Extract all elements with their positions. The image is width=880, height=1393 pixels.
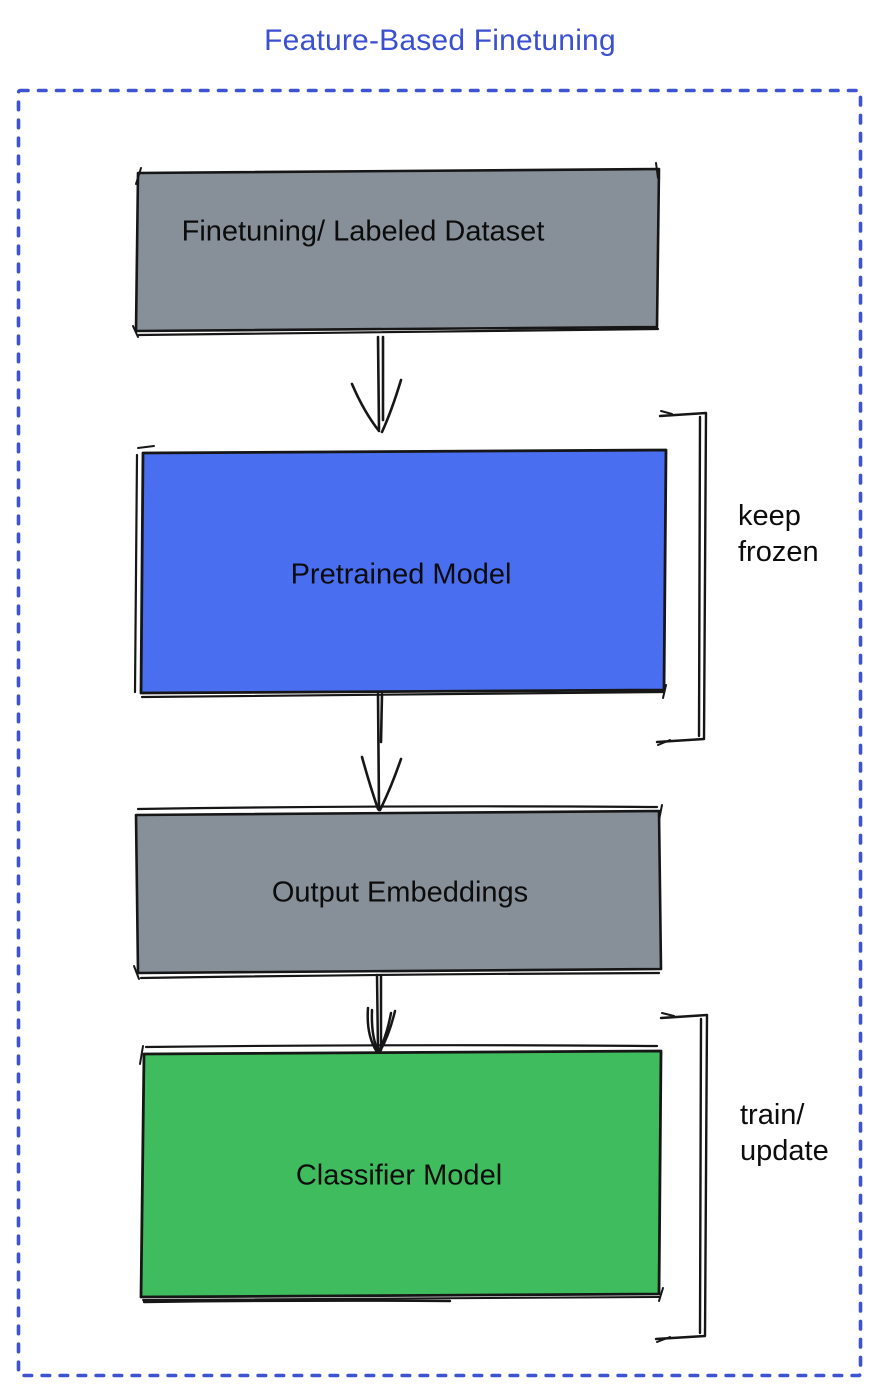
box-classifier-model bbox=[139, 1044, 664, 1304]
note-keep-frozen: keep frozen bbox=[738, 498, 819, 570]
note-train-update: train/ update bbox=[740, 1097, 829, 1169]
label-pretrained-model: Pretrained Model bbox=[290, 558, 512, 591]
box-classifier-model-body bbox=[139, 1049, 663, 1299]
label-output-embeddings: Output Embeddings bbox=[271, 876, 529, 909]
box-pretrained-model bbox=[133, 445, 668, 699]
box-finetuning-dataset bbox=[132, 162, 661, 338]
page-title: Feature-Based Finetuning bbox=[264, 24, 616, 57]
arrow-embeddings-to-classifier bbox=[366, 973, 397, 1055]
arrow-pretrained-to-embeddings bbox=[360, 692, 403, 812]
dotted-frame bbox=[16, 88, 863, 1378]
note-train-update-line1: train/ bbox=[740, 1099, 805, 1131]
label-classifier-model: Classifier Model bbox=[295, 1159, 503, 1192]
arrow-dataset-to-pretrained bbox=[350, 335, 403, 434]
box-finetuning-dataset-body bbox=[134, 167, 661, 333]
label-finetuning-dataset: Finetuning/ Labeled Dataset bbox=[181, 215, 545, 248]
bracket-train-update bbox=[654, 1012, 709, 1343]
note-train-update-line2: update bbox=[740, 1135, 829, 1167]
box-output-embeddings-body bbox=[134, 809, 663, 975]
box-output-embeddings bbox=[133, 804, 663, 980]
note-keep-frozen-line2: frozen bbox=[738, 536, 819, 568]
bracket-keep-frozen bbox=[655, 410, 708, 746]
note-keep-frozen-line1: keep bbox=[738, 500, 801, 532]
